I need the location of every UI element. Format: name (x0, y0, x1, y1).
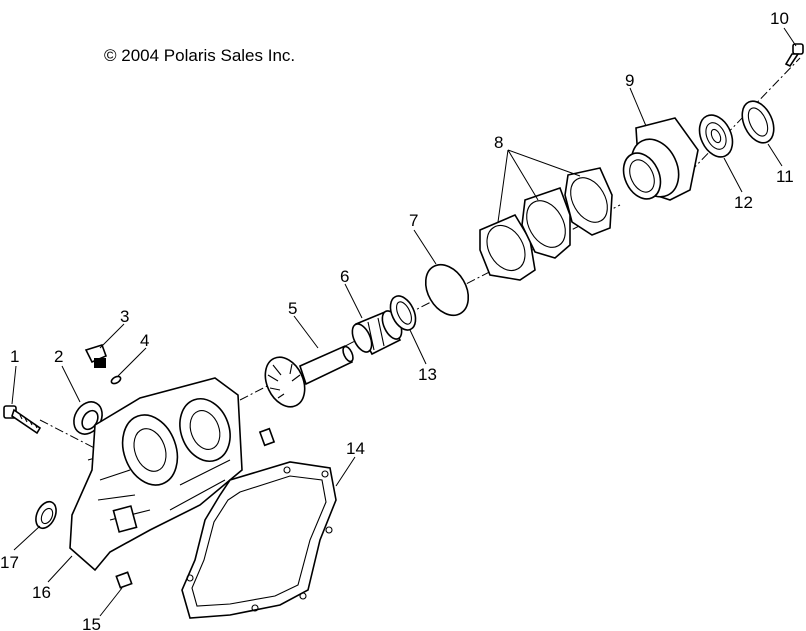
part-5-pinion-gear-shaft (264, 344, 354, 408)
callout-6: 6 (340, 267, 349, 286)
part-14-gasket (181, 461, 337, 619)
part-9-bearing-carrier (622, 117, 699, 201)
callout-4: 4 (140, 331, 149, 350)
part-11-seal (741, 100, 775, 144)
callout-8: 8 (494, 133, 503, 152)
part-16-gearcase-housing (69, 377, 276, 572)
part-8-shims (479, 167, 613, 281)
callout-12: 12 (734, 193, 753, 212)
part-4-washer (110, 375, 122, 385)
callout-14: 14 (346, 439, 365, 458)
callout-3: 3 (120, 307, 129, 326)
part-10-screw (784, 43, 804, 68)
callout-11: 11 (776, 167, 794, 186)
callout-15: 15 (82, 615, 101, 631)
part-3-plug (84, 344, 108, 368)
assembly-axis-bolt (39, 419, 111, 457)
callout-10: 10 (770, 9, 789, 28)
copyright-notice: © 2004 Polaris Sales Inc. (104, 46, 296, 65)
callout-9: 9 (625, 71, 634, 90)
callout-7: 7 (409, 211, 418, 230)
part-13-seal-ring (389, 295, 417, 331)
callout-16: 16 (32, 583, 51, 602)
part-17-seal (35, 500, 57, 530)
part-7-o-ring (424, 263, 470, 317)
callout-13: 13 (418, 365, 437, 384)
leader-lines (11, 27, 797, 617)
callout-1: 1 (10, 347, 19, 366)
callout-2: 2 (54, 347, 63, 366)
part-15-dowel-pin (115, 571, 133, 589)
part-12-bearing (698, 114, 734, 158)
part-1-bolt (3, 405, 42, 435)
callout-17: 17 (0, 553, 19, 572)
callout-5: 5 (288, 299, 297, 318)
